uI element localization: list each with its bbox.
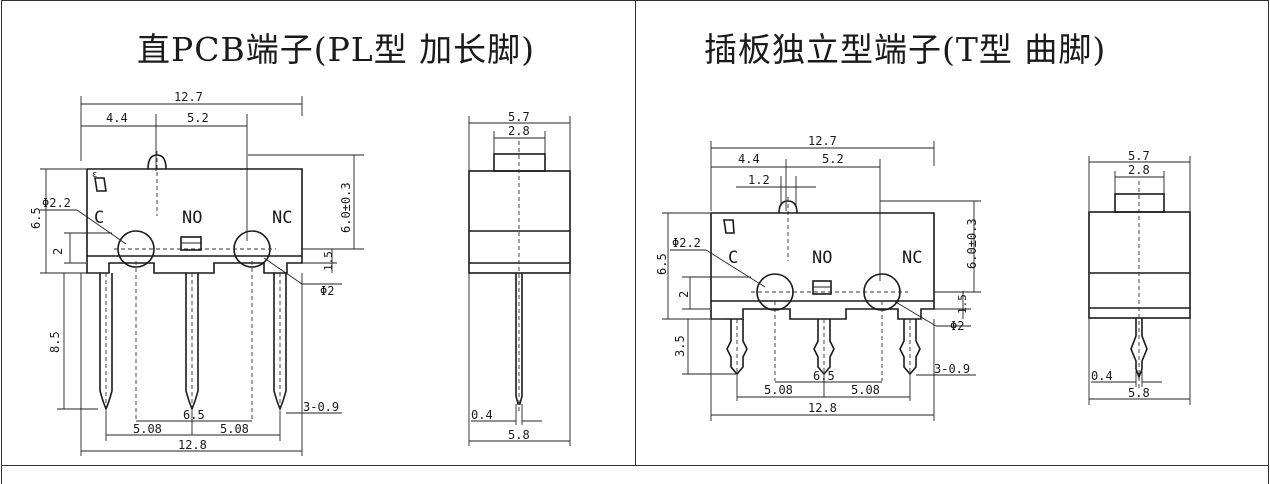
left-dim-bottom-width: 12.8 [178,438,207,452]
left-label-nc: NC [272,208,292,228]
right-label-nc: NC [902,248,922,268]
right-dim-height: 6.5 [655,253,669,275]
left-front-view: 12.7 4.4 5.2 ε C NO NC Φ2.2 [29,90,364,456]
right-front-view: 12.7 4.4 5.2 1.2 C NO NC Φ2 [655,134,981,421]
left-dim-side: 1.5 [322,251,335,271]
svg-text:ε: ε [92,170,97,180]
right-dim-hole: Φ2.2 [672,236,701,250]
right-dim-hole-h: 2 [677,291,691,298]
right-dim-b: 5.2 [822,152,844,166]
left-label-no: NO [182,208,202,228]
right-drawing: 12.7 4.4 5.2 1.2 C NO NC Φ2 [655,134,1191,421]
right-side-dim-width: 5.7 [1128,149,1150,163]
left-dim-a: 4.4 [106,111,128,125]
left-dim-pitch-mid: 6.5 [183,408,205,422]
right-label-no: NO [812,248,832,268]
left-dim-top: 6.0±0.3 [339,182,353,233]
right-dim-side: 1.5 [956,294,969,314]
left-side-dim-plunger: 2.8 [508,124,530,138]
left-side-dim-width: 5.7 [508,110,530,124]
right-side-dim-plunger: 2.8 [1128,163,1150,177]
bottom-strip [1,466,1269,484]
right-dim-pitch-r: 5.08 [851,383,880,397]
right-label-c: C [728,248,738,268]
left-label-c: C [94,208,104,228]
left-dim-height: 6.5 [29,207,43,229]
right-dim-pin-len: 3.5 [673,335,687,357]
right-dim-pitch-l: 5.08 [764,383,793,397]
left-panel: 直PCB端子(PL型 加长脚) 12.7 4.4 5.2 ε [1,0,636,466]
left-dim-pitch-r: 5.08 [220,422,249,436]
right-dim-c: 1.2 [748,173,770,187]
left-dim-hole-h: 2 [51,248,65,255]
left-dim-pitch-l: 5.08 [133,422,162,436]
left-dim-pin-hole: Φ2 [320,284,334,298]
right-dim-top: 6.0±0.3 [965,218,979,269]
left-dim-pin-len: 8.5 [48,331,62,353]
right-dim-pin-w: 3-0.9 [934,362,970,376]
right-dim-total-width: 12.7 [808,134,837,148]
right-dim-pitch-mid: 6.5 [813,369,835,383]
left-dim-hole: Φ2.2 [42,196,71,210]
left-dim-total-width: 12.7 [174,90,203,104]
left-dim-pin-w: 3-0.9 [303,400,339,414]
left-panel-title: 直PCB端子(PL型 加长脚) [137,30,536,69]
left-side-view: 5.7 2.8 0.4 5.8 [468,110,571,446]
right-dim-pin-hole: Φ2 [950,319,964,333]
left-side-dim-bottom: 5.8 [508,428,530,442]
right-panel: 插板独立型端子(T型 曲脚) 12.7 4.4 5.2 1.2 [635,0,1269,466]
right-side-dim-bottom: 5.8 [1128,386,1150,400]
right-dim-a: 4.4 [738,152,760,166]
right-dim-bottom-width: 12.8 [808,401,837,415]
left-side-dim-pin: 0.4 [471,408,493,422]
right-panel-title: 插板独立型端子(T型 曲脚) [704,30,1107,69]
right-side-view: 5.7 2.8 0.4 5.8 [1088,149,1191,405]
left-dim-b: 5.2 [187,111,209,125]
right-side-dim-pin: 0.4 [1091,369,1113,383]
left-drawing: 12.7 4.4 5.2 ε C NO NC Φ2.2 [29,90,571,456]
